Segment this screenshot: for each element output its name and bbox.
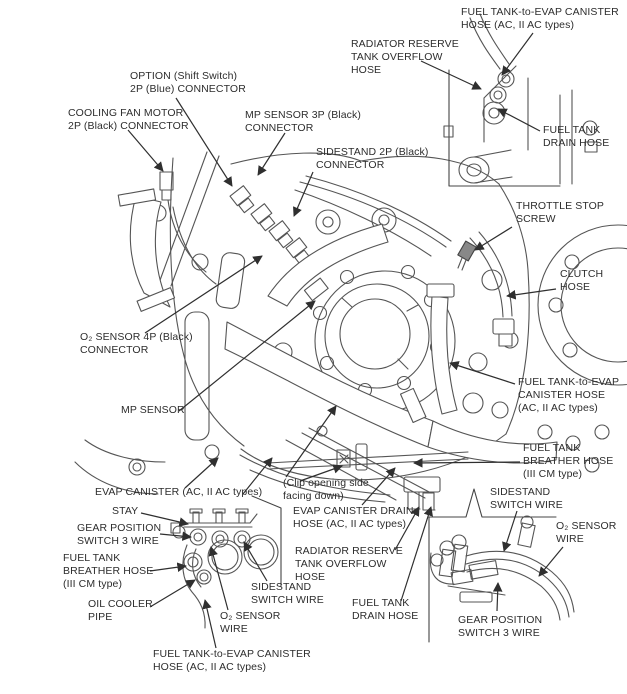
leader-fuel-evap-top [501, 32, 534, 76]
leader-stay [140, 512, 189, 527]
label-evap-canister: EVAP CANISTER (AC, II AC types) [95, 486, 263, 498]
label-fuel-evap-top: FUEL TANK-to-EVAP CANISTER HOSE (AC, II … [461, 6, 619, 31]
leader-fuel-tank-breather-right [413, 458, 521, 468]
leader-throttle-stop-screw [474, 226, 513, 251]
label-radiator-reserve-bottom: RADIATOR RESERVE TANK OVERFLOW HOSE [295, 545, 403, 583]
leader-clip-note [285, 405, 337, 478]
label-fuel-tank-drain-bottom: FUEL TANK DRAIN HOSE [352, 597, 419, 622]
leader-gear-position-right [492, 582, 503, 612]
leader-fuel-evap-bottom [202, 599, 217, 649]
leader-radiator-reserve-top [420, 60, 482, 90]
label-o2-sensor-wire-bottom: O₂ SENSOR WIRE [220, 610, 281, 635]
leader-sidestand-2p-connector [293, 171, 314, 217]
leader-o2-sensor-wire-bottom [208, 546, 229, 611]
inset-bottom-left [170, 495, 282, 629]
label-sidestand-2p-connector: SIDESTAND 2P (Black) CONNECTOR [316, 146, 429, 171]
connector-cluster [159, 171, 477, 302]
label-gear-position-left: GEAR POSITION SWITCH 3 WIRE [77, 522, 162, 547]
leader-radiator-reserve-bottom [394, 506, 420, 551]
label-cooling-fan-connector: COOLING FAN MOTOR 2P (Black) CONNECTOR [68, 107, 189, 132]
fuel-evap-hose-vertical [430, 295, 458, 415]
label-clutch-hose: CLUTCH HOSE [560, 268, 604, 293]
leader-fuel-tank-drain-hose-top [497, 108, 541, 132]
inset-bottom-right [428, 488, 575, 643]
label-evap-canister-drain: EVAP CANISTER DRAIN HOSE (AC, II AC type… [293, 505, 414, 530]
label-mp-sensor: MP SENSOR [121, 404, 185, 416]
label-stay: STAY [112, 505, 139, 517]
label-throttle-stop-screw: THROTTLE STOP SCREW [516, 200, 605, 225]
leader-sidestand-switch-wire-bottom [243, 541, 268, 582]
leader-evap-canister [242, 457, 273, 495]
label-o2-sensor-wire-right: O₂ SENSOR WIRE [556, 520, 617, 545]
inset-border [448, 69, 561, 187]
label-clip-note: (Clip opening side facing down) [283, 477, 369, 502]
label-oil-cooler-pipe: OIL COOLER PIPE [88, 598, 153, 623]
leader-mp-sensor [178, 300, 316, 412]
label-o2-sensor-4p-connector: O₂ SENSOR 4P (Black) CONNECTOR [80, 331, 193, 356]
leader-oil-cooler-pipe [149, 579, 196, 608]
label-fuel-evap-bottom: FUEL TANK-to-EVAP CANISTER HOSE (AC, II … [153, 648, 311, 673]
leader-evap-canister [184, 457, 219, 489]
leader-mp-sensor-3p-connector [257, 132, 286, 176]
leader-evap-canister-drain [361, 467, 396, 506]
label-radiator-reserve-top: RADIATOR RESERVE TANK OVERFLOW HOSE [351, 38, 459, 76]
inset-border [428, 488, 557, 643]
engine-right-fins [462, 224, 627, 473]
inset-border [251, 495, 282, 587]
leader-option-connector [175, 97, 233, 187]
throttle-screw [457, 240, 477, 262]
leader-fuel-evap-right [449, 361, 516, 385]
leader-o2-sensor-wire-right [538, 546, 564, 577]
radiator-hose-left [129, 195, 171, 308]
label-gear-position-right: GEAR POSITION SWITCH 3 WIRE [458, 614, 543, 639]
label-sidestand-switch-wire-bottom: SIDESTAND SWITCH WIRE [251, 581, 324, 606]
label-fuel-evap-right: FUEL TANK-to-EVAP CANISTER HOSE (AC, II … [518, 376, 620, 414]
leader-clip-note [299, 464, 343, 482]
leader-gear-position-left [159, 531, 192, 541]
mp-sensor-block [303, 277, 329, 302]
label-fuel-tank-breather-right: FUEL TANK BREATHER HOSE (III CM type) [523, 442, 614, 480]
leader-fuel-tank-breather-left [149, 562, 187, 572]
leader-fuel-tank-drain-bottom [400, 506, 433, 602]
label-sidestand-switch-wire-right: SIDESTAND SWITCH WIRE [490, 486, 563, 511]
leader-o2-sensor-4p-connector [144, 255, 263, 334]
leader-sidestand-switch-wire-right [502, 510, 518, 552]
leader-clutch-hose [506, 288, 557, 300]
label-mp-sensor-3p-connector: MP SENSOR 3P (Black) CONNECTOR [245, 109, 361, 134]
label-option-connector: OPTION (Shift Switch) 2P (Blue) CONNECTO… [130, 70, 246, 95]
label-fuel-tank-drain-hose-top: FUEL TANK DRAIN HOSE [543, 124, 610, 149]
leader-cooling-fan-connector [127, 129, 164, 172]
label-fuel-tank-breather-left: FUEL TANK BREATHER HOSE (III CM type) [63, 552, 154, 590]
